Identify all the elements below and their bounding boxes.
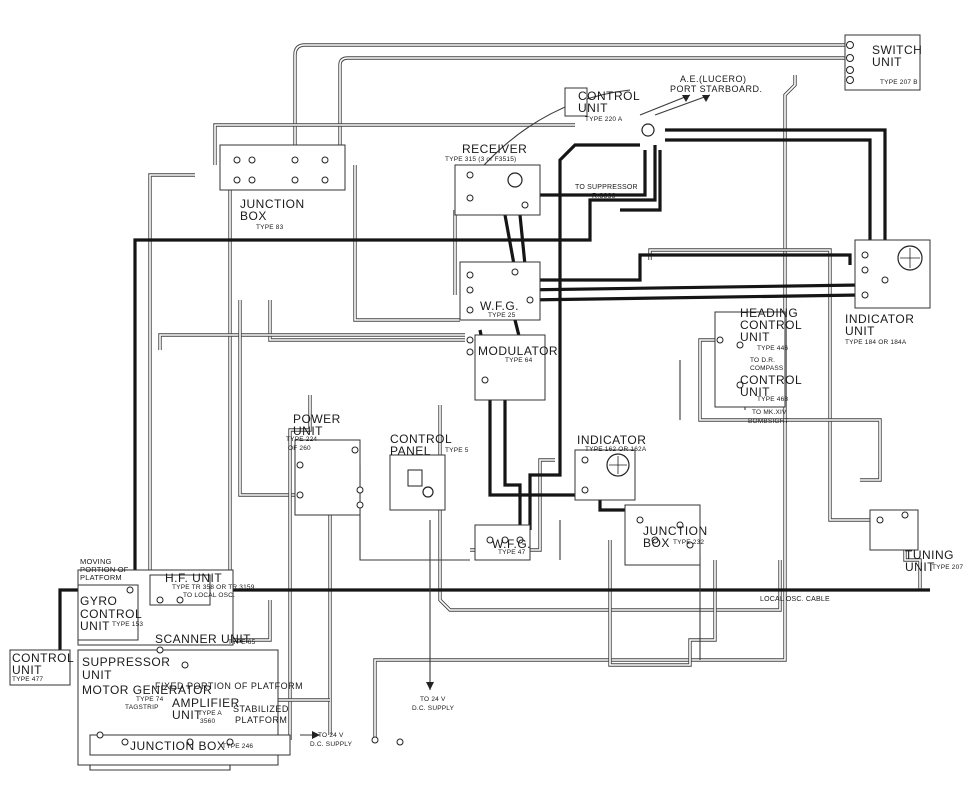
junction-box-mid-box — [624, 504, 701, 566]
gyro-control-box — [77, 584, 139, 641]
local-osc-cable-label: LOCAL OSC. CABLE — [760, 596, 830, 603]
heading-control-label: HEADING CONTROL UNIT — [740, 306, 802, 344]
control-unit-468-type: TYPE 468 — [757, 396, 789, 403]
indicator-mid-type: TYPE 162 OR 162A — [585, 446, 647, 453]
to-suppressor-ref: R.3090 — [592, 193, 616, 200]
power-unit-label: POWER UNIT — [293, 412, 341, 438]
tuning-unit-type: TYPE 207 — [932, 564, 964, 571]
wfg-lower-label: W.F.G. — [492, 537, 531, 551]
instrument-dials — [407, 123, 923, 498]
wfg-lower-type: TYPE 47 — [498, 549, 526, 556]
control-panel-label: CONTROL PANEL — [390, 432, 452, 458]
junction-box-mid-label: JUNCTION BOX — [643, 524, 708, 550]
modulator-box — [474, 334, 546, 401]
suppressor-unit-label: SUPPRESSOR UNIT — [82, 655, 171, 682]
control-panel-knob — [422, 486, 434, 498]
modulator-type: TYPE 64 — [505, 357, 533, 364]
to-mk-bombsight: BOMBSIGHT — [748, 418, 789, 425]
to-24v-bottom-supply: D.C. SUPPLY — [310, 741, 353, 748]
switch-unit-label: SWITCH UNIT — [872, 43, 923, 69]
control-unit-477-box — [9, 649, 71, 686]
to-dr-compass: COMPASS — [750, 365, 784, 372]
to-dr-label: TO D.R. — [750, 357, 776, 364]
heading-control-type: TYPE 446 — [757, 345, 789, 352]
amplifier-unit-type: TYPE A — [198, 710, 222, 717]
tuning-unit-box — [869, 509, 919, 551]
control-unit-top-type: TYPE 220 A — [585, 116, 623, 123]
junction-box-top-type: TYPE 83 — [256, 224, 284, 231]
switch-unit-type: TYPE 207 B — [880, 79, 918, 86]
amplifier-unit-label: AMPLIFIER UNIT — [172, 696, 240, 722]
wfg-upper-label: W.F.G. — [480, 299, 519, 313]
junction-box-top-label: JUNCTION BOX — [240, 197, 305, 223]
control-unit-477-label: CONTROL UNIT — [12, 651, 74, 677]
moving-platform-line2: PORTION OF — [80, 565, 129, 574]
power-unit-type: TYPE 224 — [286, 436, 318, 443]
ae-lucero-label: A.E.(LUCERO) — [680, 74, 747, 84]
motor-generator-type: TYPE 74 — [136, 696, 164, 703]
hf-unit-note: TO LOCAL OSC. — [183, 592, 236, 599]
moving-platform-line1: MOVING — [80, 557, 112, 566]
scanner-unit-type: TYPE 65 — [228, 639, 256, 646]
motor-generator-label: MOTOR GENERATOR — [82, 683, 213, 697]
indicator-mid-label: INDICATOR — [577, 433, 647, 447]
junction-box-bottom-type: TYPE 246 — [222, 743, 254, 750]
control-unit-top-box — [564, 87, 588, 117]
tagstrip-label: TAGSTRIP — [125, 704, 159, 711]
control-unit-468-label: CONTROL UNIT — [740, 373, 802, 399]
heavy-cables — [58, 128, 930, 660]
to-24v-mid-label: TO 24 V — [420, 696, 446, 703]
stabilized-platform-line1: STABILIZED — [233, 704, 289, 714]
to-mk-label: TO MK.XIV — [752, 409, 787, 416]
junction-box-mid-type: TYPE 232 — [673, 539, 705, 546]
tuning-unit-label: TUNING UNIT — [905, 548, 954, 574]
scanner-unit-label: SCANNER UNIT — [155, 632, 252, 646]
indicator-right-type: TYPE 184 OR 184A — [845, 339, 907, 346]
gyro-control-type: TYPE 153 — [112, 621, 144, 628]
moving-platform-line3: PLATFORM — [80, 573, 122, 582]
control-panel-meter — [407, 469, 423, 487]
hf-unit-label: H.F. UNIT — [165, 571, 223, 585]
screened-cables — [148, 43, 922, 740]
amplifier-unit-type2: 3560 — [200, 718, 216, 725]
power-unit-box — [294, 439, 361, 516]
control-panel-type: TYPE 5 — [445, 447, 469, 454]
modulator-label: MODULATOR — [478, 344, 559, 358]
power-unit-type2: OF 260 — [288, 445, 311, 452]
control-unit-top-label: CONTROL UNIT — [578, 89, 640, 115]
fixed-platform-label: FIXED PORTION OF PLATFORM — [155, 681, 304, 691]
to-24v-mid-supply: D.C. SUPPLY — [412, 705, 455, 712]
heading-control-box — [714, 311, 786, 408]
indicator-right-label: INDICATOR UNIT — [845, 312, 915, 338]
gyro-control-label: GYRO CONTROL UNIT — [80, 594, 142, 634]
control-unit-top-dial — [641, 123, 655, 137]
receiver-type: TYPE 315 (3 or F3515) — [445, 156, 517, 163]
connector-plugs — [96, 41, 909, 746]
stabilized-platform-line2: PLATFORM — [235, 715, 288, 725]
receiver-label: RECEIVER — [462, 142, 528, 156]
to-suppressor-label: TO SUPPRESSOR — [575, 184, 638, 191]
control-unit-477-type: TYPE 477 — [12, 676, 44, 683]
to-24v-bottom-label: TO 24 V — [318, 732, 344, 739]
hf-unit-type: TYPE TR 358 OR TR 3159 — [172, 584, 255, 591]
ae-lucero-sides: PORT STARBOARD. — [670, 84, 763, 94]
supply-arrows — [312, 95, 710, 739]
switch-unit-box — [844, 34, 921, 91]
unit-outlines — [9, 34, 931, 766]
receiver-dial — [507, 172, 523, 188]
junction-box-bottom-label: JUNCTION BOX — [130, 739, 226, 753]
wfg-upper-type: TYPE 25 — [488, 312, 516, 319]
